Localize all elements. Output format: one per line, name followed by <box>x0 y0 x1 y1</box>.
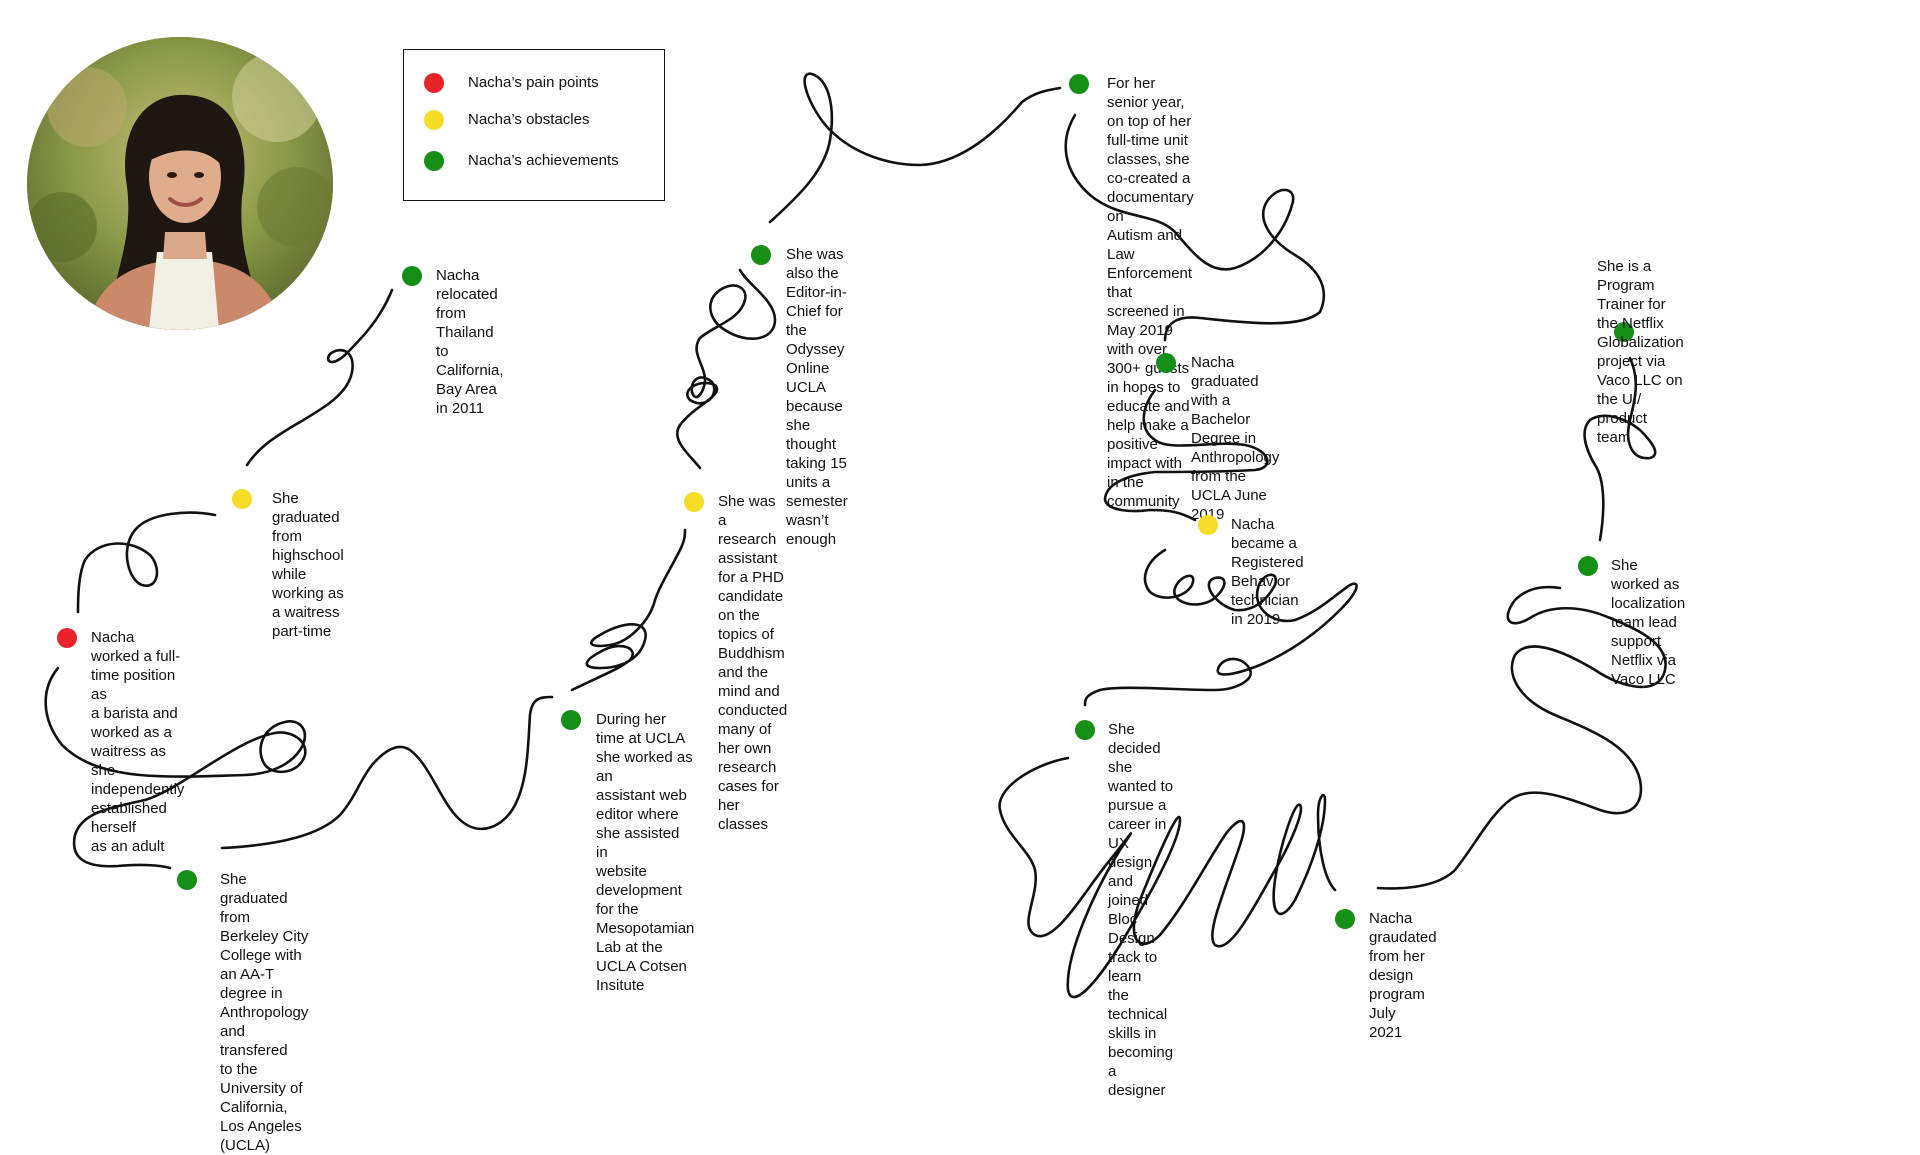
line-segment-relocated-to-highschool <box>245 288 394 467</box>
legend-green-dot-icon <box>424 151 444 171</box>
event-text: She was also the Editor-in-Chief for the… <box>786 246 848 548</box>
event-text: She graduated from Berkeley City College… <box>220 871 309 1154</box>
legend-label: Nacha’s obstacles <box>468 111 590 128</box>
line-segment-research-to-editor <box>676 268 777 470</box>
line-segment-ux-to-design-grad <box>998 756 1337 999</box>
legend-label: Nacha’s achievements <box>468 152 619 169</box>
legend-yellow-dot-icon <box>424 110 444 130</box>
event-text: Nacha relocated from Thailand to Califor… <box>436 267 504 417</box>
achievement-dot-icon <box>1578 556 1598 576</box>
line-segment-berkeley-to-ucla-web <box>220 695 554 850</box>
event-text: Nacha graduated with a Bachelor Degree i… <box>1191 354 1280 523</box>
obstacle-dot-icon <box>232 489 252 509</box>
achievement-dot-icon <box>177 870 197 890</box>
portrait-icon <box>27 37 333 330</box>
line-segment-barista-to-berkeley <box>44 666 307 870</box>
legend-label: Nacha’s pain points <box>468 74 599 91</box>
line-segment-highschool-to-barista <box>76 511 217 614</box>
achievement-dot-icon <box>402 266 422 286</box>
event-text: She is a Program Trainer for the Netflix… <box>1597 258 1684 446</box>
obstacle-dot-icon <box>684 492 704 512</box>
event-text: Nacha worked a full-time position as a b… <box>91 629 185 855</box>
line-segment-design-grad-to-localization <box>1376 585 1667 890</box>
legend: Nacha’s pain points Nacha’s obstacles Na… <box>403 49 665 201</box>
achievement-dot-icon <box>1069 74 1089 94</box>
achievement-dot-icon <box>751 245 771 265</box>
achievement-dot-icon <box>1156 353 1176 373</box>
event-text: Nacha became a Registered Behavior techn… <box>1231 516 1304 628</box>
event-text: She graduated from highschool while work… <box>272 490 344 640</box>
event-text: She worked as localization team lead sup… <box>1611 557 1686 688</box>
achievement-dot-icon <box>1614 322 1634 342</box>
journey-line <box>44 72 1667 999</box>
line-segment-editor-to-documentary <box>768 72 1062 224</box>
achievement-dot-icon <box>561 710 581 730</box>
line-segment-rbt-to-ux <box>1083 548 1358 707</box>
event-text: During her time at UCLA she worked as an… <box>596 711 695 994</box>
legend-red-dot-icon <box>424 73 444 93</box>
event-text: She was a research assistant for a PHD c… <box>718 493 788 833</box>
line-segment-ucla-web-to-research <box>570 528 687 692</box>
line-segment-documentary-to-bachelor <box>1064 113 1326 342</box>
pain-point-dot-icon <box>57 628 77 648</box>
line-segment-bachelor-to-rbt <box>1103 388 1269 522</box>
event-text: For her senior year, on top of her full-… <box>1107 75 1194 510</box>
portrait-photo <box>27 37 333 330</box>
achievement-dot-icon <box>1335 909 1355 929</box>
achievement-dot-icon <box>1075 720 1095 740</box>
line-segment-localization-to-trainer <box>1583 356 1657 542</box>
event-text: Nacha graudated from her design program … <box>1369 910 1437 1041</box>
event-text: She decided she wanted to pursue a caree… <box>1108 721 1174 1099</box>
obstacle-dot-icon <box>1198 515 1218 535</box>
